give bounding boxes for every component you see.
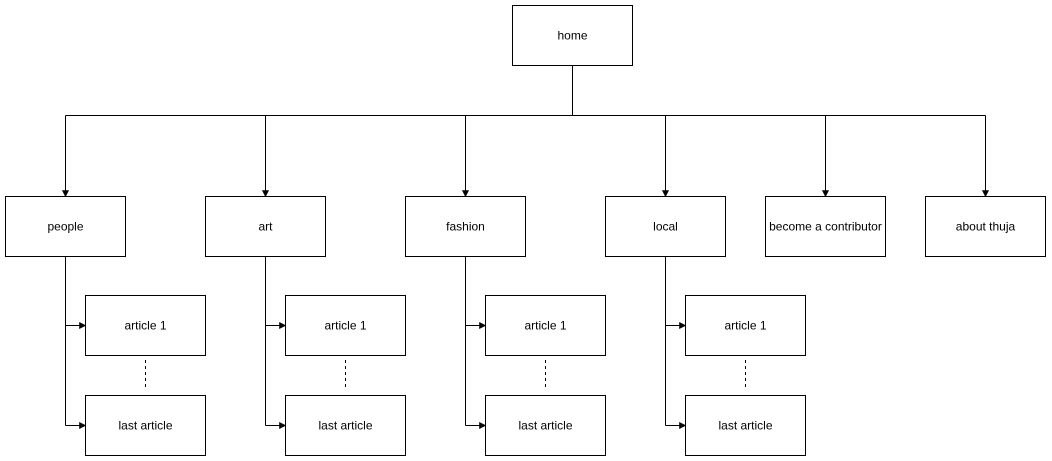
article-node-people-2-label: last article <box>118 419 172 433</box>
nodes: home people article 1 last article art articl… <box>5 5 1046 456</box>
section-node-local: local <box>605 196 726 257</box>
section-node-local-label: local <box>653 220 678 234</box>
section-node-people-label: people <box>47 220 83 234</box>
article-node-fashion-1-label: article 1 <box>524 319 566 333</box>
article-node-people-2: last article <box>85 395 206 456</box>
home-node-label: home <box>557 29 587 43</box>
section-node-people: people <box>5 196 126 257</box>
section-node-about-thuja: about thuja <box>925 196 1046 257</box>
section-node-become-a-contributor: become a contributor <box>765 196 886 257</box>
article-node-fashion-2-label: last article <box>518 419 572 433</box>
article-node-local-1: article 1 <box>685 295 806 356</box>
section-node-about-thuja-label: about thuja <box>956 220 1016 234</box>
section-node-art: art <box>205 196 326 257</box>
section-node-art-label: art <box>258 220 273 234</box>
article-node-local-1-label: article 1 <box>724 319 766 333</box>
article-node-art-1-label: article 1 <box>324 319 366 333</box>
article-node-people-1: article 1 <box>85 295 206 356</box>
article-node-local-2: last article <box>685 395 806 456</box>
home-node: home <box>512 5 633 66</box>
section-node-fashion: fashion <box>405 196 526 257</box>
article-node-people-1-label: article 1 <box>124 319 166 333</box>
section-node-become-a-contributor-label: become a contributor <box>769 220 882 234</box>
article-node-fashion-2: last article <box>485 395 606 456</box>
section-node-fashion-label: fashion <box>446 220 485 234</box>
connectors <box>62 65 989 429</box>
article-node-art-2-label: last article <box>318 419 372 433</box>
article-node-art-2: last article <box>285 395 406 456</box>
article-node-local-2-label: last article <box>718 419 772 433</box>
article-node-art-1: article 1 <box>285 295 406 356</box>
article-node-fashion-1: article 1 <box>485 295 606 356</box>
